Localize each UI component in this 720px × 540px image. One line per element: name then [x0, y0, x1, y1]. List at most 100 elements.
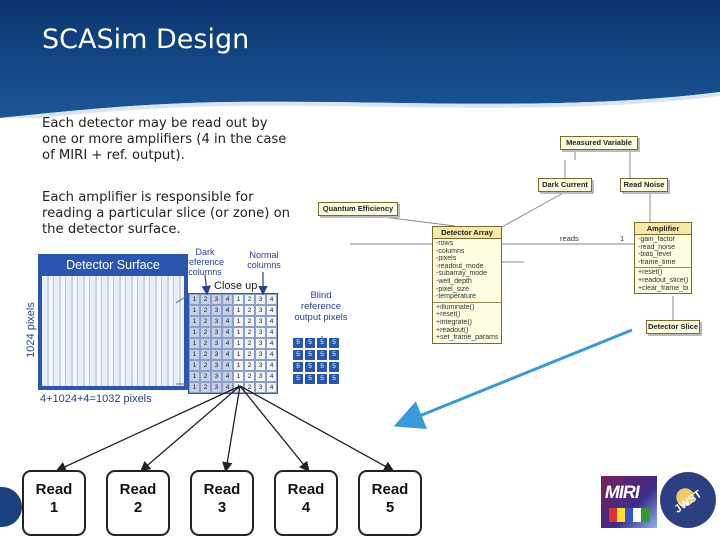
header-wave	[0, 0, 720, 122]
closeup-cell: 3	[255, 316, 266, 327]
blind-cell: 5	[304, 349, 316, 361]
paragraph-slices: Each amplifier is responsible for readin…	[42, 190, 291, 237]
uml-member: +reset()	[436, 311, 461, 319]
uml-detector-array: Detector Array -rows-columns-pixels-read…	[432, 226, 502, 344]
uml-read-noise: Read Noise	[620, 178, 668, 192]
closeup-cell: 2	[200, 360, 211, 371]
closeup-cell: 1	[189, 327, 200, 338]
closeup-cell: 1	[233, 294, 244, 305]
blind-cell: 5	[316, 373, 328, 385]
uml-amplifier-ops: +reset()+readout_slice()+clear_frame_buf…	[635, 268, 691, 293]
closeup-cell: 2	[244, 349, 255, 360]
closeup-cell: 2	[244, 327, 255, 338]
uml-member: -well_depth	[436, 277, 472, 285]
read-box-number: 1	[49, 499, 59, 516]
closeup-cell: 2	[244, 382, 255, 393]
blind-cell: 5	[316, 349, 328, 361]
closeup-cell: 2	[244, 305, 255, 316]
closeup-cell: 4	[222, 316, 233, 327]
closeup-cell: 4	[222, 360, 233, 371]
closeup-cell: 4	[222, 338, 233, 349]
closeup-cell: 4	[222, 305, 233, 316]
blind-cell: 5	[304, 373, 316, 385]
uml-member: -readout_mode	[436, 262, 484, 270]
uml-member: -rows	[436, 240, 454, 247]
closeup-cell: 3	[211, 305, 222, 316]
closeup-cell: 4	[222, 371, 233, 382]
closeup-cell: 1	[189, 382, 200, 393]
detector-surface-title: Detector Surface	[66, 258, 160, 272]
uml-member: -temperature	[436, 293, 477, 301]
closeup-cell: 4	[266, 294, 277, 305]
blind-cell: 5	[292, 361, 304, 373]
miri-flag-icon	[609, 508, 649, 522]
read-box-label: Read	[371, 481, 409, 498]
closeup-cell: 2	[244, 360, 255, 371]
read-box-number: 4	[301, 499, 311, 516]
header-banner	[0, 0, 720, 122]
closeup-cell: 4	[266, 316, 277, 327]
closeup-cell: 3	[255, 382, 266, 393]
closeup-cell: 2	[200, 338, 211, 349]
uml-measured-variable: Measured Variable	[560, 136, 638, 150]
closeup-cell: 3	[255, 349, 266, 360]
miri-logo-text: MIRI	[603, 482, 641, 502]
uml-detector-array-ops: +illuminate()+reset()+integrate()+readou…	[433, 303, 501, 343]
closeup-label: Close up	[214, 280, 258, 292]
uml-member: +readout()	[436, 326, 469, 334]
uml-dark-current: Dark Current	[538, 178, 592, 192]
closeup-cell: 4	[222, 349, 233, 360]
closeup-cell: 1	[233, 371, 244, 382]
closeup-cell: 2	[244, 294, 255, 305]
closeup-cell: 4	[266, 360, 277, 371]
uml-member: -pixels	[436, 255, 457, 263]
blind-cell: 5	[328, 349, 340, 361]
closeup-cell: 1	[233, 360, 244, 371]
blind-reference-label: Blind reference output pixels	[294, 290, 348, 323]
uml-member: +illuminate()	[436, 303, 475, 311]
closeup-cell: 1	[233, 316, 244, 327]
closeup-cell: 3	[211, 371, 222, 382]
read-box-number: 3	[217, 499, 227, 516]
uml-member: -read_noise	[638, 243, 675, 251]
uml-amplifier: Amplifier -gain_factor-read_noise-bias_l…	[634, 222, 692, 295]
blind-cell: 5	[328, 361, 340, 373]
blind-cell: 5	[304, 361, 316, 373]
closeup-cell: 4	[266, 349, 277, 360]
closeup-cell: 1	[189, 349, 200, 360]
blind-cell: 5	[292, 337, 304, 349]
closeup-cell: 4	[266, 327, 277, 338]
dark-reference-label: Dark reference columns	[185, 247, 225, 277]
uml-detector-array-attrs: -rows-columns-pixels-readout_mode-subarr…	[433, 239, 501, 303]
closeup-cell: 3	[255, 327, 266, 338]
uml-detector-slice: Detector Slice	[646, 320, 700, 334]
closeup-cell: 3	[211, 349, 222, 360]
closeup-cell: 2	[244, 316, 255, 327]
closeup-cell: 3	[211, 327, 222, 338]
partial-logo-icon	[0, 487, 22, 527]
uml-amplifier-attrs: -gain_factor-read_noise-bias_level-frame…	[635, 235, 691, 269]
read-box-number: 2	[133, 499, 143, 516]
uml-detector-array-title: Detector Array	[433, 227, 501, 239]
closeup-cell: 1	[233, 305, 244, 316]
closeup-cell: 3	[255, 305, 266, 316]
closeup-cell: 2	[200, 382, 211, 393]
closeup-cell: 4	[266, 338, 277, 349]
closeup-cell: 3	[211, 338, 222, 349]
uml-member: -gain_factor	[638, 236, 675, 243]
uml-quantum-efficiency: Quantum Efficiency	[318, 202, 398, 216]
closeup-cell: 3	[211, 360, 222, 371]
closeup-cell: 1	[233, 338, 244, 349]
detector-surface-panel: Detector Surface	[38, 254, 188, 390]
read-box-label: Read	[287, 481, 325, 498]
jwst-logo: JWST	[660, 472, 716, 528]
closeup-cell: 1	[189, 294, 200, 305]
closeup-cell: 4	[222, 382, 233, 393]
closeup-cell: 1	[189, 360, 200, 371]
read-box-label: Read	[203, 481, 241, 498]
